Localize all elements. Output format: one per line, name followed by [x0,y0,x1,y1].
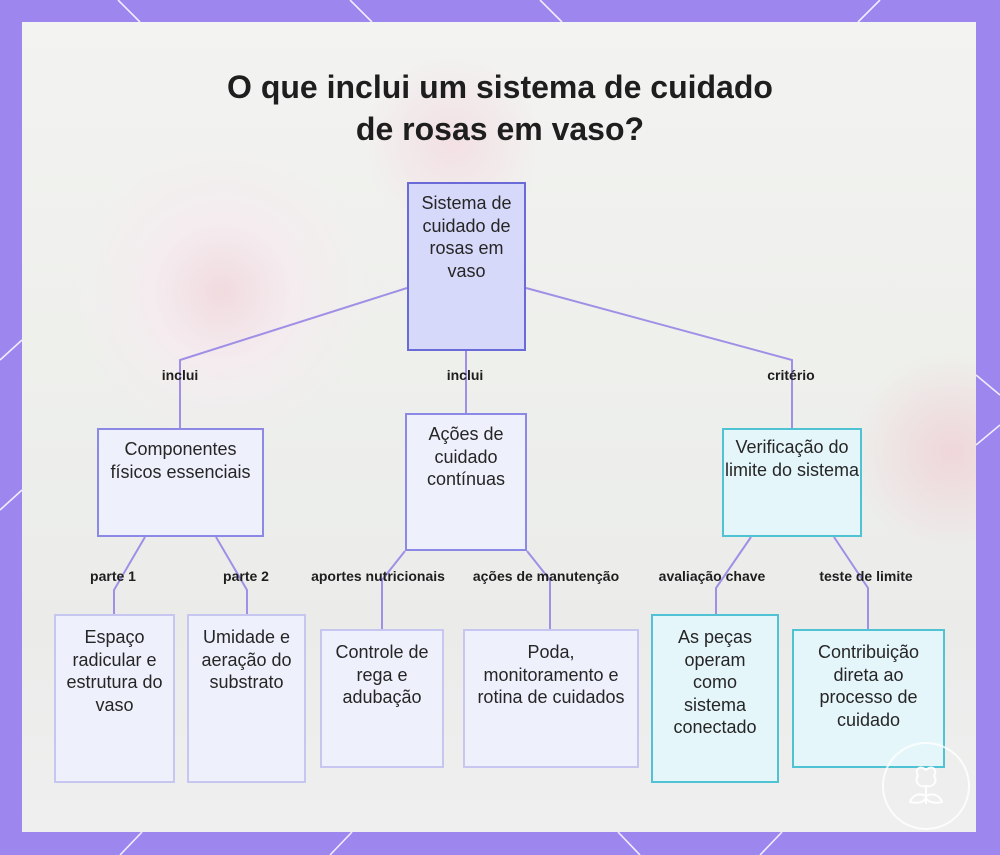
edge-label-includes-mid: inclui [446,367,484,383]
node-limit-check: Verificação do limite do sistema [722,428,862,537]
edge-label-includes-left: inclui [161,367,199,383]
node-connected-system: As peças operam como sistema conectado [651,614,779,783]
edge-actions-watering [381,550,406,629]
edge-physical-rootspace [113,536,146,614]
edge-physical-moisture [215,536,248,614]
edge-label-nutritional: aportes nutricionais [311,568,445,584]
node-pruning-routine: Poda, monitoramento e rotina de cuidados [463,629,639,768]
node-watering-control: Controle de rega e adubação [320,629,444,768]
node-physical-components: Componentes físicos essenciais [97,428,264,537]
edge-limit-connected [715,536,752,614]
edge-label-limit-test: teste de limite [819,568,913,584]
edge-actions-pruning [526,550,551,629]
edge-label-part2: parte 2 [223,568,269,584]
edge-root-limit [525,287,793,428]
node-root-space: Espaço radicular e estrutura do vaso [54,614,175,783]
edge-limit-contribution [833,536,869,629]
edge-label-criterion: critério [767,367,815,383]
node-care-actions: Ações de cuidado contínuas [405,413,527,551]
diagram-title: O que inclui um sistema de cuidado de ro… [150,66,850,150]
rose-logo-icon [882,742,970,830]
edge-root-physical [179,287,408,428]
title-line-2: de rosas em vaso? [355,111,645,147]
edge-label-maintenance: ações de manutenção [472,568,620,584]
title-line-1: O que inclui um sistema de cuidado [227,69,773,105]
edge-label-part1: parte 1 [90,568,136,584]
node-substrate-moisture: Umidade e aeração do substrato [187,614,306,783]
node-root-system: Sistema de cuidado de rosas em vaso [407,182,526,351]
edge-label-key-evaluation: avaliação chave [658,568,766,584]
